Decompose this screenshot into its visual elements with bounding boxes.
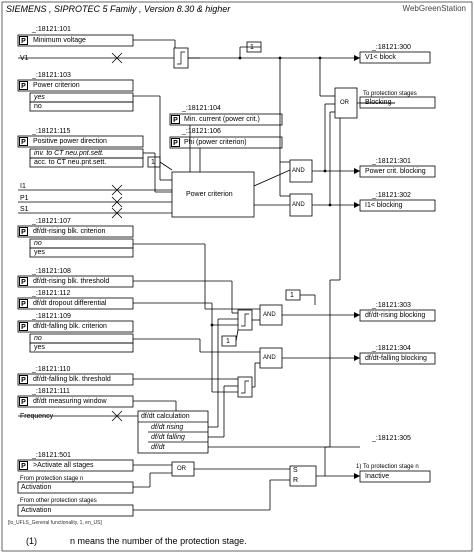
footnote-number: (1) [26,536,37,546]
setting-106-name: Phi (power criterion) [184,139,247,146]
setting-108-id: _:18121:108 [32,268,71,275]
constant-1: 1 [290,292,294,299]
setting-501-id: _:18121:501 [32,452,71,459]
to-protection-stages-label: To protection stages [363,91,417,97]
footnote-text: n means the number of the protection sta… [70,536,247,546]
setting-103-option: yes [34,94,45,101]
output-302-name: I1< blocking [365,202,403,209]
dfdt-calc-block: df/dt calculation [141,413,190,420]
setting-111-name: df/dt measuring window [33,398,107,405]
p-badge: P [19,81,28,90]
dfdt-falling-output: df/dt falling [151,434,185,441]
from-other-stages-label: From other protection stages [20,498,97,504]
p-badge: P [19,227,28,236]
setting-112-id: _:18121:112 [32,290,71,297]
setting-110-name: df/dt-falling blk. threshold [33,376,111,383]
setting-115-option: acc. to CT neu.pnt.sett. [34,159,107,166]
and-gate-rising: AND [263,312,276,318]
p-badge: P [19,137,28,146]
setting-115-id: _:18121:115 [32,128,71,135]
output-302-id: _:18121:302 [372,192,411,199]
setting-115-name: Positive power direction [33,138,107,145]
and-gate-i1: AND [292,202,305,208]
sr-reset-input: R [293,477,299,484]
setting-103-option: no [34,103,42,110]
output-301-id: _:18121:301 [372,158,411,165]
p-badge: P [171,115,180,124]
output-300-name: V1< block [365,54,396,61]
setting-103-id: _:18121:103 [32,72,71,79]
setting-103-name: Power criterion [33,82,80,89]
dfdt-output: df/dt [151,444,165,451]
power-criterion-block: Power criterion [186,191,233,198]
setting-112-name: df/dt dropout differential [33,300,107,307]
blocking-output: Blocking [365,99,392,106]
constant-1: 1 [226,338,230,345]
activation-input: Activation [21,484,52,491]
output-304-id: _:18121:304 [372,345,411,352]
to-stage-n-label: To protection stage n [363,464,419,470]
p-badge: P [19,461,28,470]
output-300-id: _:18121:300 [372,44,411,51]
activation-input: Activation [21,507,52,514]
setting-111-id: _:18121:111 [32,388,70,395]
p-badge: P [19,397,28,406]
setting-101-name: Minimum voltage [33,37,86,44]
setting-110-id: _:18121:110 [32,366,71,373]
from-stage-n-label: From protection stage n [20,476,84,482]
setting-106-id: _:18121:106 [182,128,221,135]
p-badge: P [19,277,28,286]
dfdt-rising-output: df/dt rising [151,424,184,431]
and-gate-falling: AND [263,355,276,361]
p-badge: P [171,138,180,147]
output-305-id: _:18121:305 [372,435,411,442]
setting-108-name: df/dt-rising blk. threshold [33,278,110,285]
setting-107-id: _:18121:107 [32,218,71,225]
p-badge: P [19,299,28,308]
setting-101-id: _:18121:101 [32,26,71,33]
to-stage-n-ref: 1) [356,464,362,470]
sr-set-input: S [293,467,298,474]
or-gate-blocking: OR [340,100,349,106]
output-301-name: Power crit. blocking [365,168,426,175]
constant-1: 1 [250,44,254,51]
input-p1: P1 [20,195,29,202]
or-gate-activation: OR [177,466,186,472]
output-303-id: _:18121:303 [372,302,411,309]
constant-1: 1 [151,159,155,166]
diagram-title: SIEMENS , SIPROTEC 5 Family , Version 8.… [6,4,231,14]
setting-107-option: no [34,240,42,247]
setting-107-name: df/dt-rising blk. criterion [33,228,106,235]
output-305-name: Inactive [365,473,390,480]
input-i1: I1 [20,183,26,190]
setting-115-option: inv. to CT neu.pnt.sett. [34,150,104,157]
brand-watermark: WebGreenStation [402,4,466,13]
setting-109-name: df/dt-falling blk. criterion [33,323,107,330]
input-v1: V1 [20,55,29,62]
setting-501-name: >Activate all stages [33,462,94,469]
input-frequency: Frequency [20,413,54,420]
output-304-name: df/dt-falling blocking [365,355,427,362]
input-s1: S1 [20,206,29,213]
p-badge: P [19,322,28,331]
diagram-code: [lo_UFLS_General functionality, 1, en_US… [8,520,102,526]
p-badge: P [19,36,28,45]
output-303-name: df/dt-rising blocking [365,312,426,319]
setting-104-name: Min. current (power crit.) [184,116,260,123]
setting-109-option: no [34,335,42,342]
and-gate-power: AND [292,168,305,174]
setting-107-option: yes [34,249,45,256]
setting-104-id: _:18121:104 [182,105,221,112]
setting-109-option: yes [34,344,45,351]
p-badge: P [19,375,28,384]
setting-109-id: _:18121:109 [32,313,71,320]
